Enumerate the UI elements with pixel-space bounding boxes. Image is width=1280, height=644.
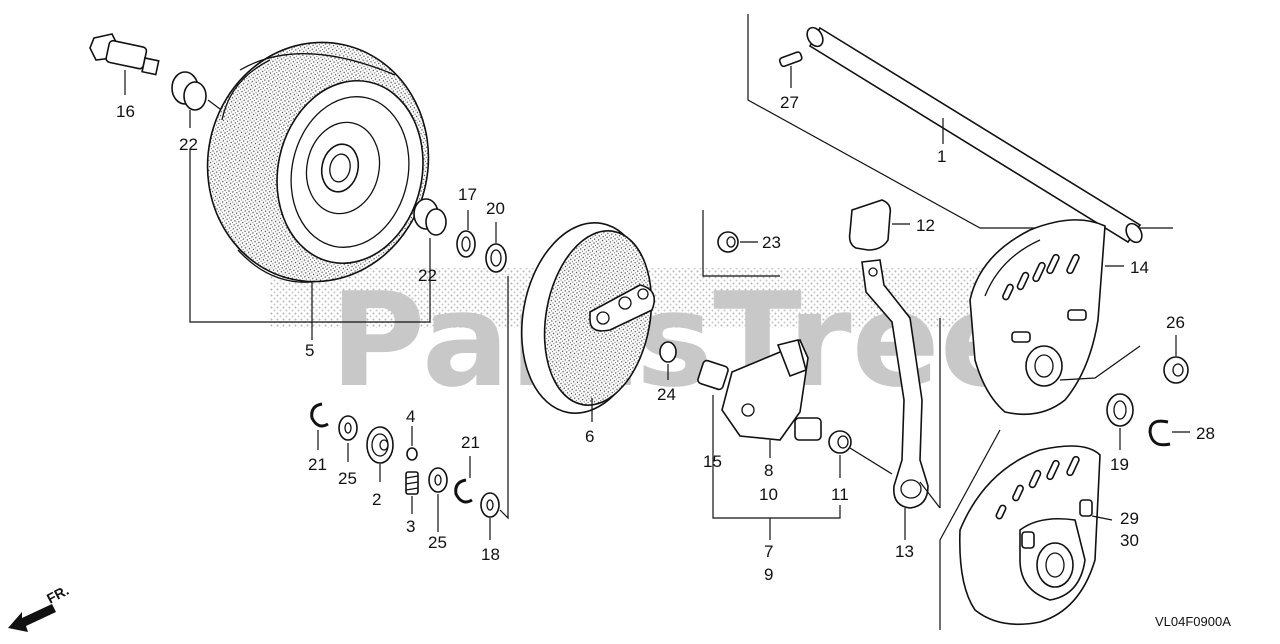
diagram-code: VL04F0900A — [1155, 614, 1231, 629]
lever-13 — [861, 259, 941, 540]
spacer-22-top — [171, 71, 225, 128]
callout-16: 16 — [116, 102, 135, 121]
callout-17: 17 — [458, 185, 477, 204]
cover-14 — [939, 219, 1141, 508]
washer-18 — [480, 492, 500, 540]
callout-5: 5 — [305, 341, 314, 360]
callout-6: 6 — [585, 427, 594, 446]
bolt-16 — [89, 33, 160, 95]
callout-22-lower: 22 — [418, 266, 437, 285]
clip-21-left — [310, 402, 329, 450]
callout-11: 11 — [831, 485, 849, 504]
nut-23 — [702, 210, 780, 277]
callout-24: 24 — [657, 385, 676, 404]
cover-29-30 — [939, 429, 1113, 630]
front-direction-arrow: FR. — [8, 582, 71, 632]
callout-26: 26 — [1166, 313, 1185, 332]
circlip-28 — [1148, 419, 1190, 447]
callout-2: 2 — [372, 490, 381, 509]
axle-shaft — [747, 14, 1173, 244]
callout-21-right: 21 — [461, 433, 480, 452]
callout-22-top: 22 — [179, 135, 198, 154]
collar-11 — [828, 430, 893, 478]
direction-label: FR. — [44, 582, 71, 607]
rear-wheel — [206, 41, 430, 283]
callout-9: 9 — [764, 565, 773, 584]
gear-case-6 — [499, 222, 656, 520]
callout-4: 4 — [406, 407, 415, 426]
callout-8: 8 — [764, 461, 773, 480]
washer-17 — [456, 210, 476, 258]
callout-28: 28 — [1196, 424, 1215, 443]
callout-14: 14 — [1130, 258, 1149, 277]
ball-4 — [406, 426, 418, 461]
callout-20: 20 — [486, 199, 505, 218]
spring-3 — [405, 471, 419, 514]
pin-27 — [778, 51, 803, 88]
clip-21-right — [454, 456, 473, 504]
callout-15: 15 — [703, 452, 722, 471]
callout-13: 13 — [895, 542, 914, 561]
washer-19 — [1106, 393, 1134, 450]
watermark-text: PartsTree — [330, 264, 1028, 416]
callout-19: 19 — [1110, 455, 1129, 474]
callout-30: 30 — [1120, 531, 1139, 550]
spacer-22-lower — [413, 198, 447, 236]
callout-10: 10 — [759, 485, 778, 504]
pivot-arm-8 — [697, 338, 822, 458]
gear-2 — [366, 426, 394, 482]
callout-3: 3 — [406, 517, 415, 536]
callout-29: 29 — [1120, 509, 1139, 528]
callout-27: 27 — [780, 93, 799, 112]
callout-23: 23 — [762, 233, 781, 252]
lever-group-line — [712, 395, 841, 519]
washer-25-right — [428, 467, 448, 532]
callout-25-right: 25 — [428, 533, 447, 552]
callout-7: 7 — [764, 542, 773, 561]
cap-12 — [848, 199, 910, 251]
wheel-group-line — [189, 150, 431, 323]
callout-1: 1 — [937, 147, 946, 166]
callout-12: 12 — [916, 216, 935, 235]
washer-20 — [485, 222, 507, 273]
callout-18: 18 — [481, 545, 500, 564]
callout-21-left: 21 — [308, 455, 327, 474]
bushing-24 — [659, 341, 677, 380]
nut-26 — [1163, 335, 1189, 384]
callout-25-left: 25 — [338, 469, 357, 488]
washer-25-left — [338, 415, 358, 462]
